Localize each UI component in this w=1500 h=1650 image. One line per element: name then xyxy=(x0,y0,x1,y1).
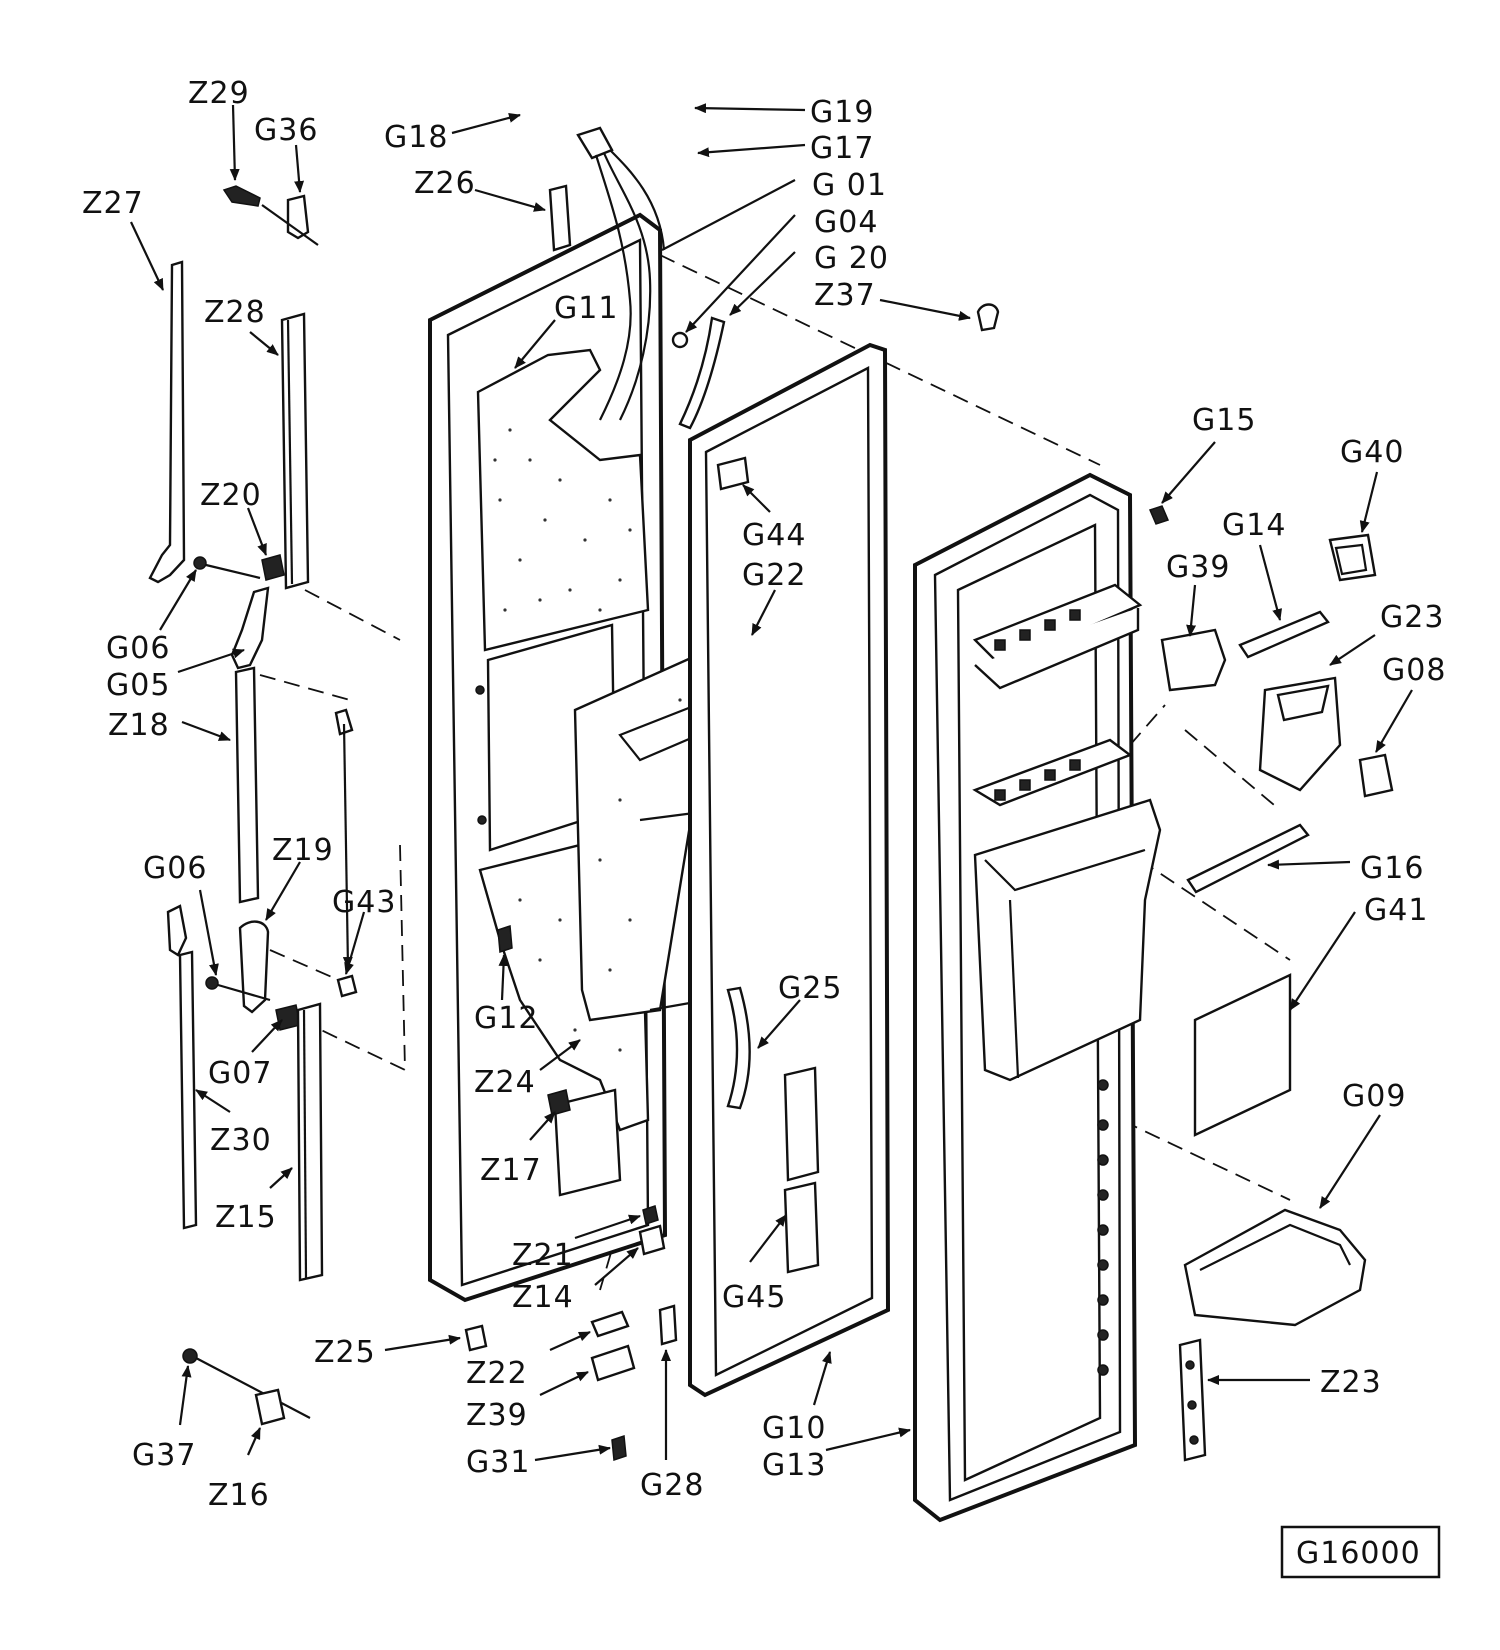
label-z39: Z39 xyxy=(466,1398,528,1433)
drawing-code-box: G16000 xyxy=(1280,1525,1441,1579)
label-g22: G22 xyxy=(742,558,806,593)
label-g20: G 20 xyxy=(814,241,889,276)
label-z17: Z17 xyxy=(480,1153,542,1188)
strip-g14 xyxy=(1238,610,1330,659)
label-g14: G14 xyxy=(1222,508,1286,543)
part-labels: Z29 G36 Z27 Z28 Z20 G06 G05 Z18 G06 Z19 … xyxy=(82,76,1446,1513)
bracket-z22 xyxy=(590,1310,630,1338)
label-g39: G39 xyxy=(1166,550,1230,585)
label-g07: G07 xyxy=(208,1056,272,1091)
grip-g06 xyxy=(166,904,188,957)
plate-z23 xyxy=(1178,1338,1207,1462)
label-z24: Z24 xyxy=(474,1065,536,1100)
label-g28: G28 xyxy=(640,1468,704,1503)
label-g06-upper: G06 xyxy=(106,631,170,666)
bottom-hardware-group xyxy=(464,1205,678,1462)
cap-z25 xyxy=(464,1324,488,1352)
label-z37: Z37 xyxy=(814,278,876,313)
label-g18: G18 xyxy=(384,120,448,155)
label-z19: Z19 xyxy=(272,833,334,868)
label-z22: Z22 xyxy=(466,1356,528,1391)
tray-g09 xyxy=(1183,1208,1367,1327)
right-parts-group xyxy=(976,303,1394,1462)
plate-g41 xyxy=(1193,973,1292,1137)
label-g10: G10 xyxy=(762,1411,826,1446)
label-g31: G31 xyxy=(466,1445,530,1480)
strip-g16 xyxy=(1186,823,1310,894)
label-z21: Z21 xyxy=(512,1238,574,1273)
label-z20: Z20 xyxy=(200,478,262,513)
hinge-z19 xyxy=(238,920,270,1014)
label-g09: G09 xyxy=(1342,1079,1406,1114)
label-g41: G41 xyxy=(1364,893,1428,928)
label-g36: G36 xyxy=(254,113,318,148)
label-g25: G25 xyxy=(778,971,842,1006)
left-hardware-group xyxy=(148,185,358,1426)
label-z15: Z15 xyxy=(215,1200,277,1235)
drawing-code-text: G16000 xyxy=(1296,1536,1421,1571)
rail-z28 xyxy=(280,312,310,590)
label-g43: G43 xyxy=(332,885,396,920)
label-z18: Z18 xyxy=(108,708,170,743)
hinge-g05 xyxy=(230,586,270,670)
label-g15: G15 xyxy=(1192,403,1256,438)
label-z25: Z25 xyxy=(314,1335,376,1370)
label-g04: G04 xyxy=(814,205,878,240)
label-z30: Z30 xyxy=(210,1123,272,1158)
label-z29: Z29 xyxy=(188,76,250,111)
door-gasket-g10 xyxy=(688,342,891,1398)
label-g08: G08 xyxy=(1382,653,1446,688)
leader-lines xyxy=(130,103,1413,1462)
insulation-g11 xyxy=(476,348,650,652)
label-z14: Z14 xyxy=(512,1280,574,1315)
label-g17: G17 xyxy=(810,131,874,166)
bracket-z39 xyxy=(590,1344,636,1382)
label-g23: G23 xyxy=(1380,600,1444,635)
label-g45: G45 xyxy=(722,1280,786,1315)
label-z23: Z23 xyxy=(1320,1365,1382,1400)
insulation-texture xyxy=(493,428,632,612)
label-g19: G19 xyxy=(810,95,874,130)
rail-z15 xyxy=(296,1002,324,1282)
label-z27: Z27 xyxy=(82,186,144,221)
outer-door-panel xyxy=(428,126,726,1303)
strip-z27 xyxy=(148,260,186,584)
label-g05: G05 xyxy=(106,668,170,703)
label-g11: G11 xyxy=(554,291,618,326)
label-z26: Z26 xyxy=(414,166,476,201)
label-g40: G40 xyxy=(1340,435,1404,470)
label-g13: G13 xyxy=(762,1448,826,1483)
label-z16: Z16 xyxy=(208,1478,270,1513)
assembly-guide-lines xyxy=(259,254,1291,1291)
bar-z18 xyxy=(234,666,260,904)
label-g06-lower: G06 xyxy=(143,851,207,886)
label-z28: Z28 xyxy=(204,295,266,330)
label-g16: G16 xyxy=(1360,851,1424,886)
hinge-block-z16 xyxy=(254,1388,286,1426)
label-g37: G37 xyxy=(132,1438,196,1473)
label-g44: G44 xyxy=(742,518,806,553)
label-g12: G12 xyxy=(474,1001,538,1036)
label-g01: G 01 xyxy=(812,168,887,203)
inner-liner-g13 xyxy=(913,472,1162,1523)
bin-g39 xyxy=(1160,628,1227,692)
screw-z29 xyxy=(222,185,261,207)
